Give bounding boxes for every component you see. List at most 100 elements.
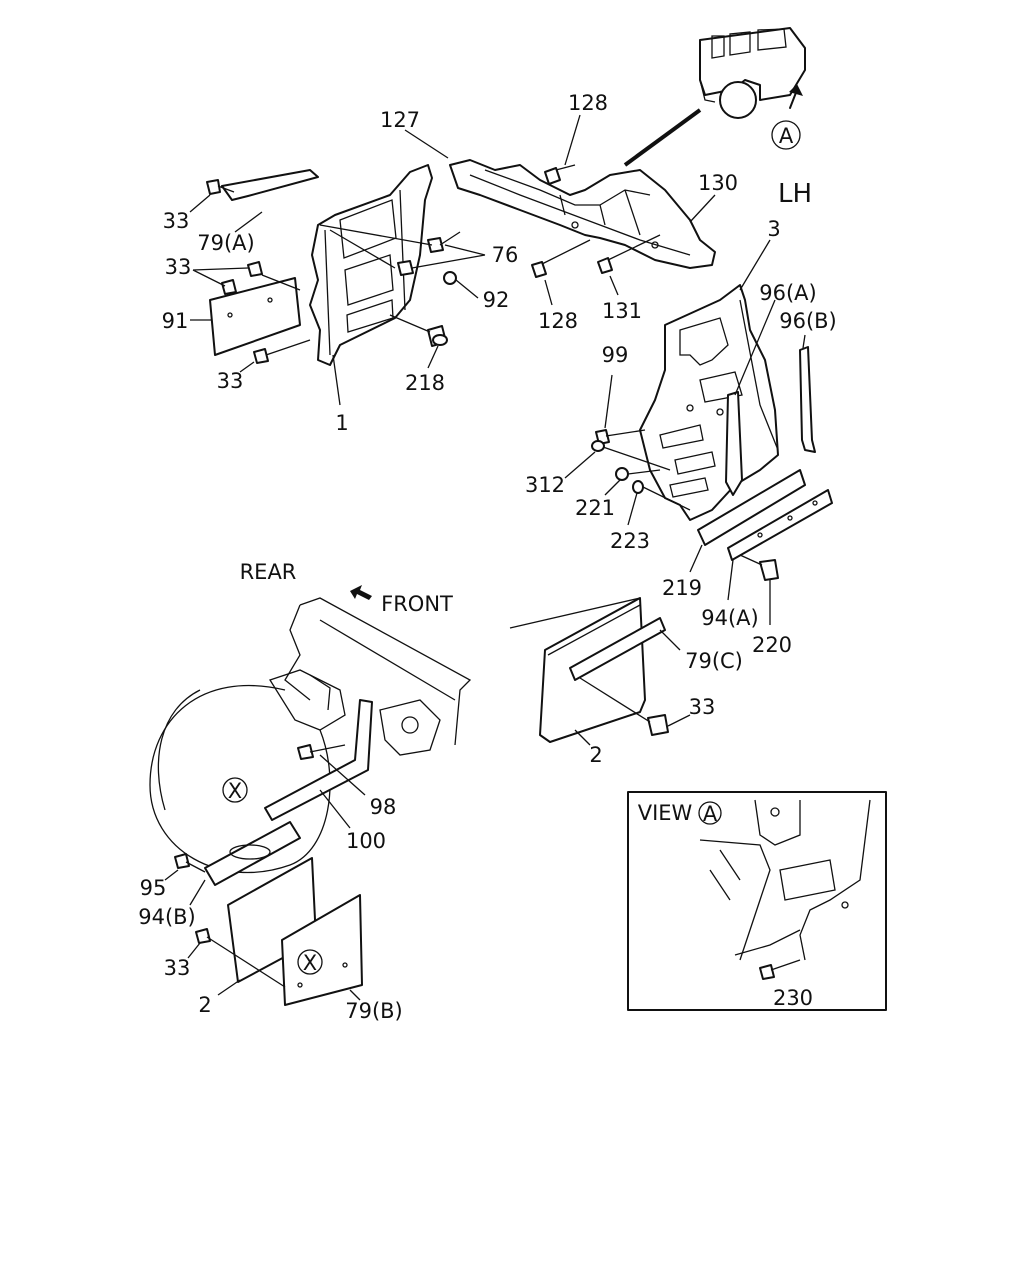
callout-230: 230 [773, 986, 813, 1010]
fastener-218 [389, 314, 448, 347]
callout-128-lower: 128 [538, 309, 578, 333]
leader-96b [802, 334, 806, 349]
leader-2-left [217, 979, 241, 996]
bolt-98 [297, 744, 346, 760]
tire [149, 684, 331, 874]
splash-panel-1 [309, 164, 433, 366]
callout-130: 130 [698, 171, 738, 195]
upper-bracket-assembly [449, 159, 716, 269]
callout-218: 218 [405, 371, 445, 395]
leader-128-upper [564, 114, 581, 166]
leader-312 [564, 451, 596, 479]
bolt-33-right [579, 677, 669, 736]
leader-95 [164, 869, 179, 881]
bolt-128-lower [531, 239, 591, 278]
x-marker-lower-text: X [303, 951, 317, 975]
mudflap-right-guide [509, 597, 641, 629]
callout-96a: 96(A) [759, 281, 816, 305]
bolt-33-a [206, 179, 235, 195]
leader-79c [659, 629, 681, 651]
clip-312 [591, 440, 671, 471]
stay-100 [264, 699, 373, 821]
leader-33-b [192, 267, 249, 287]
callout-220: 220 [752, 633, 792, 657]
nut-221 [615, 467, 661, 481]
callout-33-c: 33 [217, 369, 244, 393]
callout-76: 76 [492, 243, 519, 267]
leader-33-d [187, 942, 201, 959]
leader-96a [734, 299, 776, 396]
leader-128-lower [544, 279, 553, 306]
callout-1: 1 [335, 411, 348, 435]
frame-rail [284, 597, 472, 746]
callout-221: 221 [575, 496, 615, 520]
leader-131 [609, 275, 619, 296]
callout-2-left: 2 [198, 993, 211, 1017]
side-heading: LH [778, 179, 812, 209]
mudflap-right-2 [539, 597, 666, 743]
stay-79a [221, 169, 319, 201]
callout-2-right: 2 [589, 743, 602, 767]
callout-223: 223 [610, 529, 650, 553]
callout-98: 98 [370, 795, 397, 819]
circle-a-text: A [779, 124, 794, 148]
spring-hanger [269, 669, 441, 756]
rail-94a [727, 489, 833, 561]
x-marker-upper-text: X [228, 779, 242, 803]
truck-cab-illustration [699, 27, 806, 119]
view-letter-circle [698, 801, 722, 825]
callout-33-a: 33 [163, 209, 190, 233]
leader-94b [189, 879, 206, 906]
leader-94a [727, 559, 734, 601]
view-a-frame [627, 791, 887, 1011]
bolt-33-d [195, 928, 286, 988]
bolt-220 [739, 554, 779, 581]
bolt-33-c [253, 339, 311, 364]
callout-33-d: 33 [164, 956, 191, 980]
callout-131: 131 [602, 299, 642, 323]
leader-218 [427, 345, 439, 369]
callout-312: 312 [525, 473, 565, 497]
callout-3: 3 [767, 217, 780, 241]
flap-bracket-94b [204, 821, 301, 886]
callout-128-upper: 128 [568, 91, 608, 115]
bolt-99 [595, 429, 646, 445]
callout-92: 92 [483, 288, 510, 312]
strip-96b [799, 346, 816, 453]
leader-79b [349, 989, 361, 1001]
leader-130 [689, 194, 716, 223]
callout-95: 95 [140, 876, 167, 900]
circle-a-marker [771, 120, 801, 150]
plate-91 [209, 274, 301, 356]
leader-92 [455, 279, 479, 299]
callout-100: 100 [346, 829, 386, 853]
front-label: FRONT [381, 592, 453, 616]
leader-2-right [574, 729, 591, 746]
bolt-128-upper [544, 164, 576, 185]
view-letter: A [703, 802, 718, 826]
callout-99: 99 [602, 343, 629, 367]
leader-33-a [189, 194, 211, 213]
leader-223 [627, 492, 638, 526]
x-marker-upper [222, 777, 248, 803]
nut-92 [443, 271, 457, 285]
callout-33-right: 33 [689, 695, 716, 719]
bolt-33-b2 [221, 279, 237, 295]
view-word: VIEW [638, 801, 693, 825]
leader-3 [739, 239, 771, 291]
view-a-inset: VIEW A [627, 791, 887, 1011]
rail-219 [697, 469, 806, 546]
callout-219: 219 [662, 576, 702, 600]
bolt-131 [597, 234, 661, 274]
callout-33-b: 33 [165, 255, 192, 279]
x-marker-lower [297, 949, 323, 975]
callout-96b: 96(B) [779, 309, 837, 333]
leader-98 [319, 754, 366, 796]
callout-79b: 79(B) [345, 999, 403, 1023]
leader-33-c [239, 361, 255, 373]
leader-33-right [667, 714, 691, 727]
callout-79c: 79(C) [685, 649, 743, 673]
leader-127 [404, 129, 449, 159]
rear-label: REAR [240, 560, 297, 584]
